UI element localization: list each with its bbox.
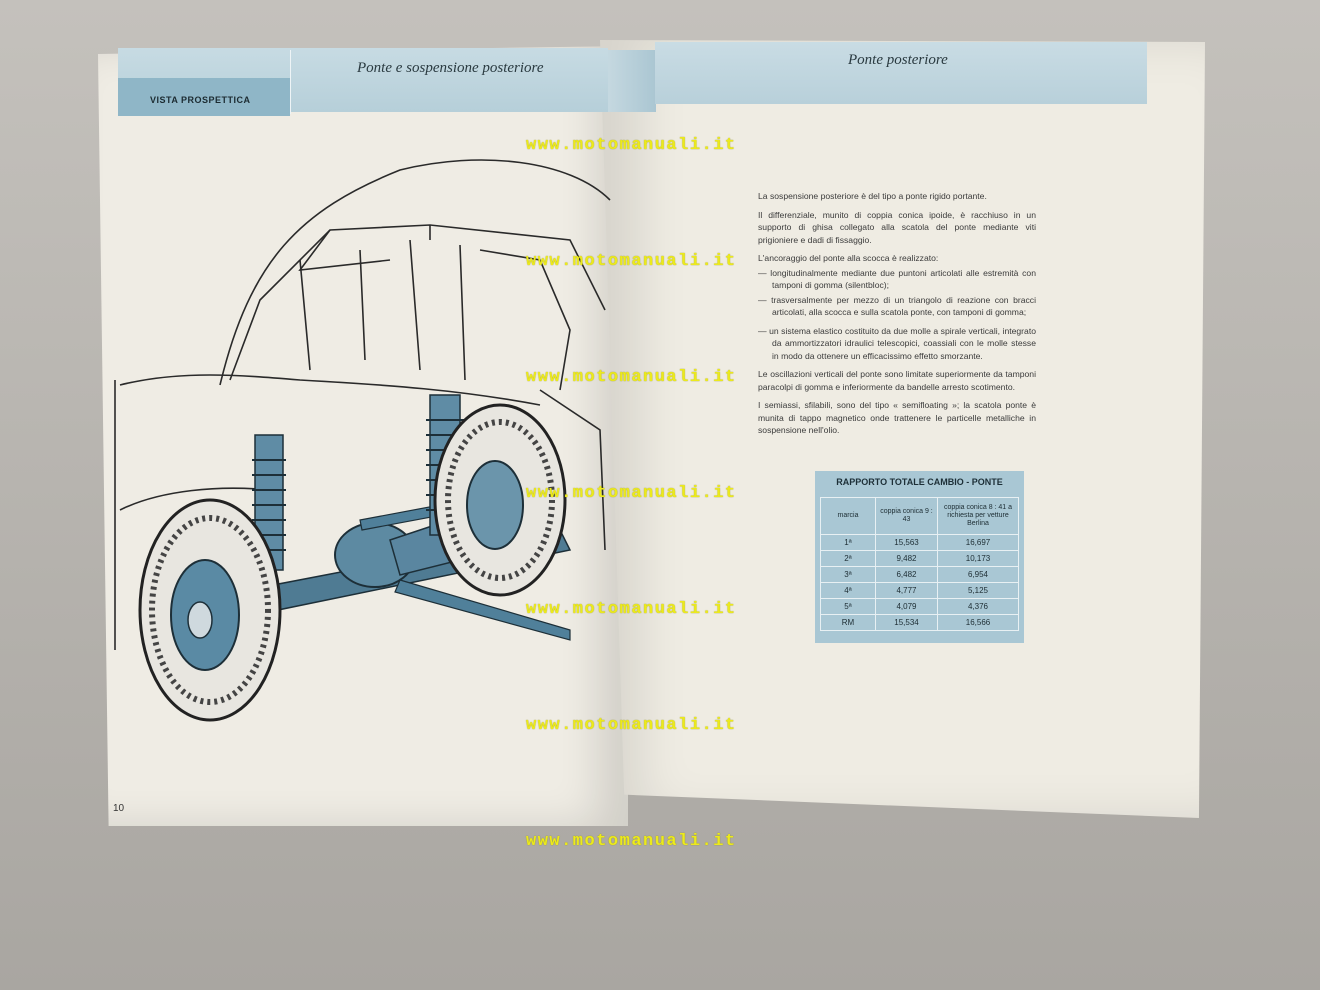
table-row: RM 15,534 16,566 [820,614,1019,631]
table-cell: 6,482 [875,566,938,583]
table-cell: 15,534 [875,614,938,631]
table-cell: 16,697 [937,534,1019,551]
table-cell: 10,173 [937,550,1019,567]
paragraph: Le oscillazioni verticali del ponte sono… [758,369,1036,392]
column-header: marcia [820,497,876,535]
page-number: 10 [113,803,125,814]
body-text: La sospensione posteriore è del tipo a p… [758,190,1036,443]
section-tab-label: VISTA PROSPETTICA [150,95,251,105]
watermark: www.motomanuali.it [526,832,737,851]
column-header: coppia conica 8 : 41 a richiesta per vet… [937,497,1019,535]
header-divider [290,50,291,114]
right-header-band [655,42,1147,104]
table-header-row: marcia coppia conica 9 : 43 coppia conic… [820,497,1019,535]
table-cell: RM [820,614,876,631]
table-cell: 6,954 [937,566,1019,583]
watermark: www.motomanuali.it [526,716,737,735]
gutter-band [608,50,656,112]
table-row: 1ª 15,563 16,697 [820,534,1019,551]
table-cell: 3ª [820,566,876,583]
gear-ratio-table: marcia coppia conica 9 : 43 coppia conic… [820,497,1019,631]
paragraph: Il differenziale, munito di coppia conic… [758,209,1036,245]
right-header-title: Ponte posteriore [848,52,948,68]
table-cell: 5ª [820,598,876,615]
ratio-table-title: RAPPORTO TOTALE CAMBIO - PONTE [836,477,1003,487]
table-cell: 9,482 [875,550,938,567]
table-cell: 4,777 [875,582,938,599]
rear-suspension-illustration [114,159,611,722]
gear-ratio-box: RAPPORTO TOTALE CAMBIO - PONTE marcia co… [815,471,1024,643]
table-row: 4ª 4,777 5,125 [820,582,1019,599]
table-cell: 4ª [820,582,876,599]
table-cell: 4,376 [937,598,1019,615]
watermark: www.motomanuali.it [526,600,737,619]
watermark: www.motomanuali.it [526,136,737,155]
table-cell: 2ª [820,550,876,567]
list-item: — longitudinalmente mediante due puntoni… [758,267,1036,291]
paragraph: I semiassi, sfilabili, sono del tipo « s… [758,400,1036,435]
table-cell: 15,563 [875,534,938,551]
table-cell: 4,079 [875,598,938,615]
column-header: coppia conica 9 : 43 [875,497,938,535]
left-header-title: Ponte e sospensione posteriore [357,60,544,76]
list-item: — trasversalmente per mezzo di un triang… [758,294,1036,318]
paragraph: L'ancoraggio del ponte alla scocca è rea… [758,253,939,263]
paragraph: La sospensione posteriore è del tipo a p… [758,191,987,201]
table-row: 5ª 4,079 4,376 [820,598,1019,615]
watermark: www.motomanuali.it [526,368,737,387]
table-cell: 5,125 [937,582,1019,599]
table-cell: 16,566 [937,614,1019,631]
table-row: 2ª 9,482 10,173 [820,550,1019,567]
right-page [600,40,1205,818]
section-tab [118,78,290,116]
watermark: www.motomanuali.it [526,484,737,503]
list-item: — un sistema elastico costituito da due … [758,325,1036,361]
table-row: 3ª 6,482 6,954 [820,566,1019,583]
table-cell: 1ª [820,534,876,551]
watermark: www.motomanuali.it [526,252,737,271]
